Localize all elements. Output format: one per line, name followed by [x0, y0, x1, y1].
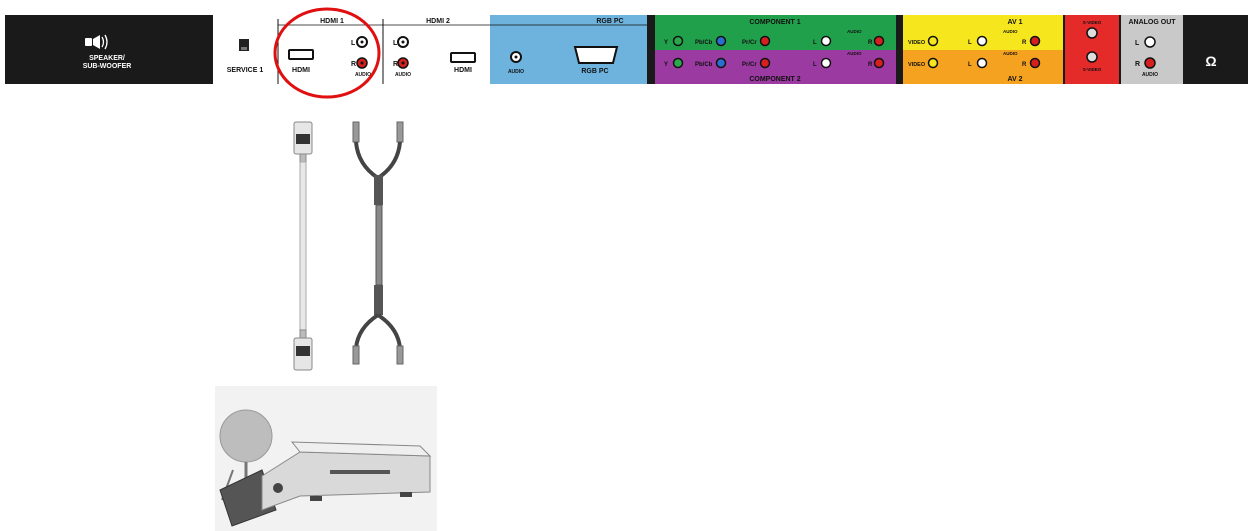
hdmi1-title: HDMI 1	[320, 18, 344, 25]
av2-video-jack[interactable]	[927, 57, 939, 69]
hdmi2-section: HDMI 2 L R AUDIO HDMI	[382, 18, 490, 84]
component2-audio-l-jack[interactable]	[820, 57, 832, 69]
hdmi2-port-label: HDMI	[454, 67, 472, 74]
rca-audio-cable-icon	[352, 121, 404, 365]
hdmi1-port[interactable]	[288, 49, 314, 60]
component2-pr-jack[interactable]	[759, 57, 771, 69]
hdmi1-port-label: HDMI	[292, 67, 310, 74]
av2-video-label: VIDEO	[908, 62, 926, 68]
av1-audio-r-jack[interactable]	[1029, 35, 1041, 47]
component1-title: COMPONENT 1	[749, 19, 800, 26]
component1-pb-label: Pb/Cb	[695, 40, 713, 46]
component1-y-label: Y	[664, 40, 668, 46]
analog-out-audio-label: AUDIO	[1142, 72, 1158, 78]
av-section: AV 1 AV 2 VIDEO L AUDIO R VIDEO L AUDIO …	[903, 15, 1063, 84]
component2-pb-jack[interactable]	[715, 57, 727, 69]
component1-pb-jack[interactable]	[715, 35, 727, 47]
component2-pr-label: Pr/Cr	[742, 62, 757, 68]
analog-out-section: ANALOG OUT L R AUDIO	[1121, 15, 1183, 84]
av2-audio-l-jack[interactable]	[976, 57, 988, 69]
av1-l-label: L	[968, 40, 972, 46]
analog-out-title: ANALOG OUT	[1128, 19, 1176, 26]
hdmi2-title: HDMI 2	[426, 18, 450, 25]
speaker-label-line2: SUB-WOOFER	[83, 63, 132, 70]
svideo-label-2: S-VIDEO	[1083, 67, 1102, 72]
analog-out-r-jack[interactable]	[1144, 57, 1156, 69]
component1-r-label: R	[868, 40, 873, 46]
speaker-icon	[85, 34, 108, 50]
component1-l-label: L	[813, 40, 817, 46]
component2-l-label: L	[813, 62, 817, 68]
av1-r-label: R	[1022, 40, 1027, 46]
component2-pb-label: Pb/Cb	[695, 62, 713, 68]
component-section: COMPONENT 1 COMPONENT 2 Y Pb/Cb Pr/Cr L …	[655, 15, 896, 84]
connector-panel: SPEAKER/ SUB-WOOFER SERVICE 1 HDMI 1 HDM…	[5, 15, 1248, 84]
service-label: SERVICE 1	[227, 67, 264, 74]
component1-pr-jack[interactable]	[759, 35, 771, 47]
hdmi1-r-label: R	[351, 61, 356, 68]
hdmi1-audio-label: AUDIO	[355, 72, 371, 78]
component2-r-label: R	[868, 62, 873, 68]
hdmi2-audio-label: AUDIO	[395, 72, 411, 78]
av1-audio-l-jack[interactable]	[976, 35, 988, 47]
hdmi1-section: HDMI 1 HDMI L R AUDIO	[277, 18, 383, 84]
component2-y-label: Y	[664, 62, 668, 68]
component2-y-jack[interactable]	[672, 57, 684, 69]
satellite-receiver-icon	[215, 386, 437, 531]
hdmi1-highlight-circle	[273, 7, 381, 99]
av1-video-label: VIDEO	[908, 40, 926, 46]
svideo-section: S-VIDEO S-VIDEO	[1065, 15, 1119, 84]
speaker-label-line1: SPEAKER/	[89, 55, 125, 62]
service-port-section: SERVICE 1	[227, 39, 264, 74]
svideo-label-1: S-VIDEO	[1083, 20, 1102, 25]
hdmi1-l-label: L	[351, 40, 356, 47]
component2-audio-r-jack[interactable]	[873, 57, 885, 69]
rgb-pc-title: RGB PC	[596, 18, 623, 25]
av2-audio-label: AUDIO	[1003, 51, 1018, 56]
speaker-subwoofer-section: SPEAKER/ SUB-WOOFER	[83, 34, 132, 70]
rgb-pc-audio-label: AUDIO	[508, 69, 524, 75]
component1-audio-l-jack[interactable]	[820, 35, 832, 47]
svideo2-jack[interactable]	[1086, 51, 1098, 63]
hdmi2-l-label: L	[393, 40, 398, 47]
service-port[interactable]	[239, 39, 249, 51]
rgb-pc-vga-port[interactable]	[573, 46, 619, 64]
rgb-pc-section: RGB PC AUDIO RGB PC	[490, 15, 647, 84]
headphone-icon[interactable]: Ω	[1205, 53, 1216, 69]
av2-l-label: L	[968, 62, 972, 68]
component1-pr-label: Pr/Cr	[742, 40, 757, 46]
component1-audio-r-jack[interactable]	[873, 35, 885, 47]
av2-title: AV 2	[1007, 76, 1022, 83]
rgb-pc-port-label: RGB PC	[581, 68, 608, 75]
component2-title: COMPONENT 2	[749, 76, 800, 83]
component2-audio-label: AUDIO	[847, 51, 862, 56]
av1-audio-label: AUDIO	[1003, 29, 1018, 34]
av1-video-jack[interactable]	[927, 35, 939, 47]
hdmi2-port[interactable]	[450, 52, 476, 63]
av1-title: AV 1	[1007, 19, 1022, 26]
digital-section-bg	[213, 15, 490, 84]
analog-out-l-label: L	[1135, 40, 1140, 47]
component1-y-jack[interactable]	[672, 35, 684, 47]
av2-audio-r-jack[interactable]	[1029, 57, 1041, 69]
hdmi2-r-label: R	[393, 61, 398, 68]
av2-r-label: R	[1022, 62, 1027, 68]
component1-audio-label: AUDIO	[847, 29, 862, 34]
hdmi-cable-icon	[293, 121, 313, 371]
analog-out-r-label: R	[1135, 61, 1140, 68]
analog-out-l-jack[interactable]	[1144, 36, 1156, 48]
svideo1-jack[interactable]	[1086, 27, 1098, 39]
